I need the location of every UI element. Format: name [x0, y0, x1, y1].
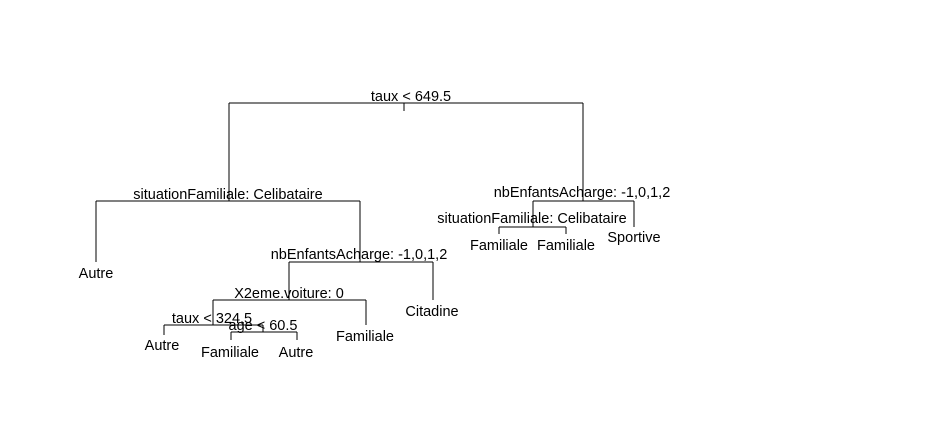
split-situation-left [95, 200, 361, 262]
split-taux-inner [163, 324, 264, 335]
leaf-label: Autre [79, 266, 114, 282]
leaf-label: Familiale [537, 238, 595, 254]
leaf-label: Familiale [201, 345, 259, 361]
split-label-nbenfants-left: nbEnfantsAcharge: -1,0,1,2 [271, 247, 448, 263]
split-x2eme [212, 299, 367, 325]
split-label-taux-inner: taux < 324.5 [172, 311, 252, 327]
split-age [230, 331, 298, 340]
leaf-label: Familiale [470, 238, 528, 254]
split-situation-right [498, 226, 567, 234]
split-nbenfants-left [288, 261, 434, 300]
split-label-nbenfants-right: nbEnfantsAcharge: -1,0,1,2 [494, 185, 671, 201]
leaf-label: Autre [145, 338, 180, 354]
split-label-age: age < 60.5 [229, 318, 298, 334]
leaf-label: Familiale [336, 329, 394, 345]
leaf-label: Autre [279, 345, 314, 361]
split-root [228, 102, 584, 201]
leaf-label: Citadine [405, 304, 458, 320]
split-nbenfants-right [532, 200, 635, 227]
leaf-label: Sportive [607, 230, 660, 246]
split-label-situation-right: situationFamiliale: Celibataire [437, 211, 626, 227]
split-label-situation-left: situationFamiliale: Celibataire [133, 187, 322, 203]
split-label-root: taux < 649.5 [371, 89, 451, 105]
split-label-x2eme: X2eme.voiture: 0 [234, 286, 344, 302]
